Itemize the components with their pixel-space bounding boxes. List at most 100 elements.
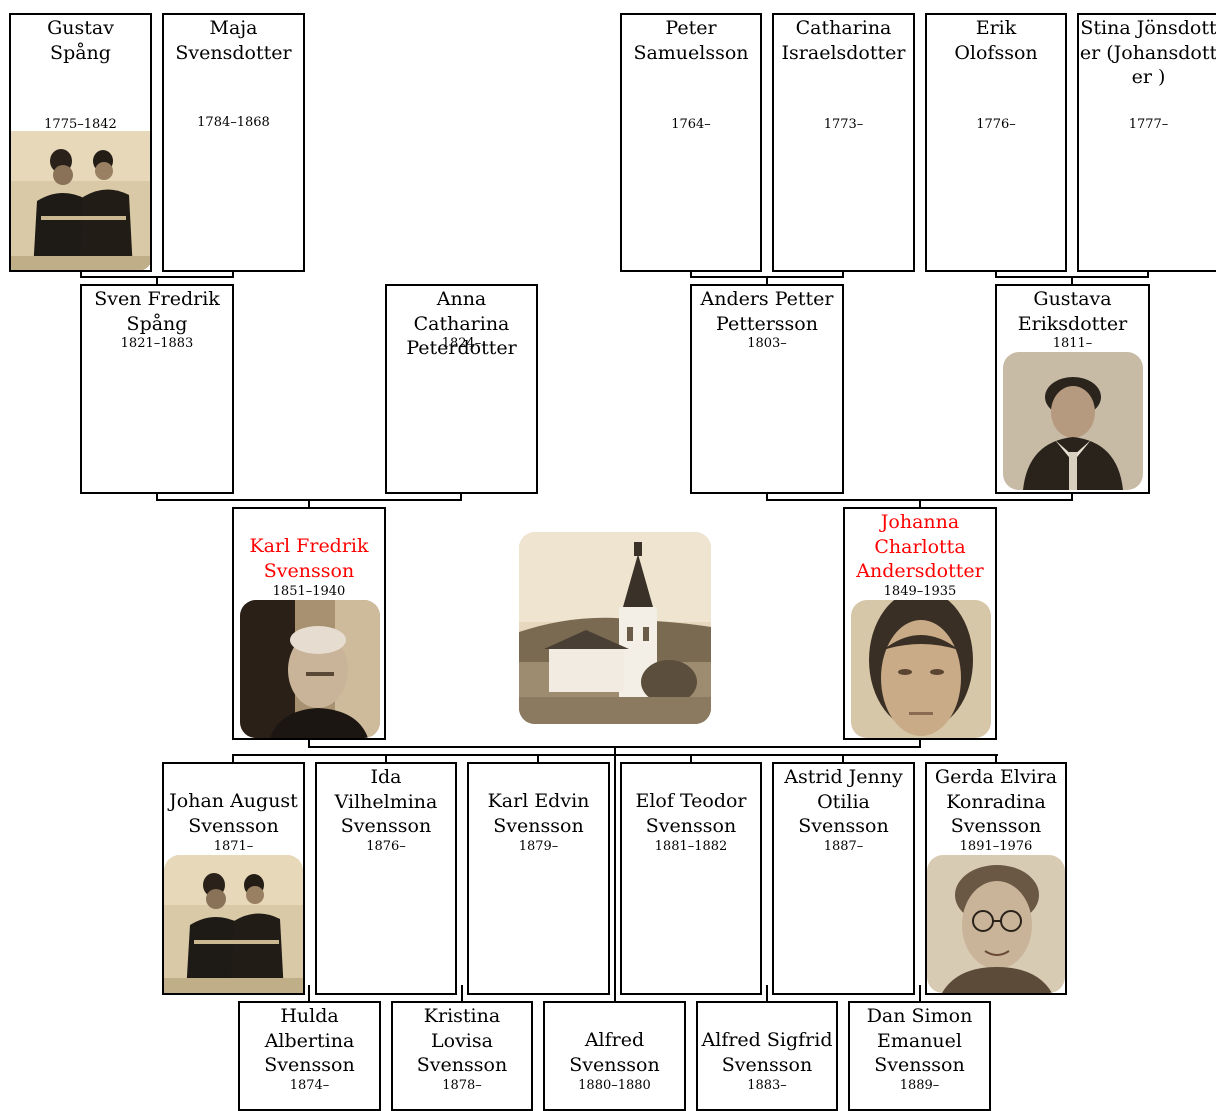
person-name: Gustava Eriksdotter [1017, 288, 1128, 335]
connector-line [690, 754, 692, 763]
connector-line [842, 271, 844, 277]
person-card-gerda[interactable]: Gerda Elvira Konradina Svensson 1891–197… [925, 762, 1067, 995]
person-dates: 1883– [747, 1078, 787, 1093]
woman-portrait [851, 600, 991, 738]
person-dates: 1775–1842 [44, 117, 117, 132]
person-name: Erik Olofsson [954, 17, 1038, 64]
person-name: Sven Fredrik Spång [94, 288, 220, 335]
connector-line [766, 985, 768, 1002]
connector-line [156, 493, 158, 500]
person-dates: 1773– [823, 117, 864, 132]
person-dates: 1777– [1128, 117, 1169, 132]
person-dates: 1764– [671, 117, 711, 132]
two-uniformed-men-photo [164, 855, 303, 993]
connector-line [232, 754, 998, 756]
connector-line [995, 271, 997, 277]
person-dates: 1871– [213, 839, 254, 854]
elderly-woman-portrait [1003, 352, 1143, 490]
elderly-man-portrait [240, 600, 380, 738]
person-dates: 1776– [976, 117, 1016, 132]
connector-line [766, 276, 768, 285]
person-card-astrid[interactable]: Astrid Jenny Otilia Svensson 1887– [772, 762, 915, 995]
person-card-ida[interactable]: Ida Vilhelmina Svensson 1876– [315, 762, 457, 995]
woman-with-glasses-portrait [927, 855, 1065, 993]
connector-line [995, 754, 997, 763]
person-name: Stina Jönsdotter (Johansdotter ) [1079, 17, 1216, 88]
person-card-gustav[interactable]: Gustav Spång 1775–1842 [9, 13, 152, 272]
person-dates: 1851–1940 [272, 584, 346, 599]
connector-line [1147, 271, 1149, 277]
person-name: Alfred Sigfrid Svensson [701, 1029, 833, 1076]
person-name: Peter Samuelsson [633, 17, 749, 64]
person-dates: 1874– [289, 1078, 330, 1093]
person-card-maja[interactable]: Maja Svensdotter 1784–1868 [162, 13, 305, 272]
person-dates: 1824– [441, 336, 482, 351]
person-dates: 1784–1868 [197, 115, 270, 130]
person-dates: 1878– [442, 1078, 482, 1093]
connector-line [919, 499, 921, 508]
connector-line [308, 739, 310, 747]
person-name: Karl Edvin Svensson [487, 790, 590, 837]
person-card-erik[interactable]: Erik Olofsson 1776– [925, 13, 1067, 272]
person-dates: 1891–1976 [959, 839, 1033, 854]
two-uniformed-men-photo [11, 131, 150, 270]
person-dates: 1821–1883 [120, 336, 194, 351]
person-dates: 1849–1935 [883, 584, 957, 599]
person-dates: 1876– [366, 839, 406, 854]
person-dates: 1803– [747, 336, 787, 351]
person-name: Maja Svensdotter [175, 17, 292, 64]
person-card-anders[interactable]: Anders Petter Pettersson 1803– [690, 284, 844, 494]
connector-line [385, 754, 387, 763]
person-card-sven[interactable]: Sven Fredrik Spång 1821–1883 [80, 284, 234, 494]
connector-line [919, 985, 921, 1002]
person-name: Gustav Spång [47, 17, 114, 64]
person-name: Alfred Svensson [569, 1029, 660, 1076]
person-card-kristina[interactable]: Kristina Lovisa Svensson 1878– [391, 1001, 533, 1111]
connector-line [842, 754, 844, 763]
person-name: Kristina Lovisa Svensson [416, 1005, 508, 1076]
person-name: Catharina Israelsdotter [781, 17, 906, 64]
person-name: Hulda Albertina Svensson [264, 1005, 355, 1076]
person-name: Johan August Svensson [169, 790, 298, 837]
person-card-johanna[interactable]: Johanna Charlotta Andersdotter 1849–1935 [843, 507, 997, 740]
person-dates: 1811– [1052, 336, 1093, 351]
person-card-gustava[interactable]: Gustava Eriksdotter 1811– [995, 284, 1150, 494]
person-card-edvin[interactable]: Karl Edvin Svensson 1879– [467, 762, 610, 995]
connector-line [460, 493, 462, 500]
connector-line [308, 499, 310, 508]
connector-line [232, 271, 234, 277]
connector-line [461, 985, 463, 1002]
person-card-dan[interactable]: Dan Simon Emanuel Svensson 1889– [848, 1001, 991, 1111]
person-name: Dan Simon Emanuel Svensson [866, 1005, 973, 1076]
person-name: Elof Teodor Svensson [635, 790, 747, 837]
person-name: Anna Catharina Peterdotter [406, 288, 517, 359]
person-dates: 1881–1882 [654, 839, 728, 854]
connector-line [614, 746, 616, 1002]
connector-line [1071, 276, 1073, 285]
person-card-elof[interactable]: Elof Teodor Svensson 1881–1882 [620, 762, 762, 995]
person-dates: 1879– [518, 839, 559, 854]
person-card-catharina[interactable]: Catharina Israelsdotter 1773– [772, 13, 915, 272]
connector-line [690, 271, 692, 277]
connector-line [1071, 493, 1073, 500]
person-card-peter[interactable]: Peter Samuelsson 1764– [620, 13, 762, 272]
person-card-karl[interactable]: Karl Fredrik Svensson 1851–1940 [232, 507, 386, 740]
person-dates: 1880–1880 [578, 1078, 651, 1093]
person-card-alfred[interactable]: Alfred Svensson 1880–1880 [543, 1001, 686, 1111]
person-card-hulda[interactable]: Hulda Albertina Svensson 1874– [238, 1001, 381, 1111]
person-name: Gerda Elvira Konradina Svensson [934, 766, 1058, 837]
person-dates: 1889– [899, 1078, 940, 1093]
connector-line [537, 754, 539, 763]
person-card-anna[interactable]: Anna Catharina Peterdotter 1824– [385, 284, 538, 494]
person-card-stina[interactable]: Stina Jönsdotter (Johansdotter ) 1777– [1077, 13, 1216, 272]
connector-line [80, 271, 82, 277]
person-card-johan[interactable]: Johan August Svensson 1871– [162, 762, 305, 995]
connector-line [919, 739, 921, 747]
person-name: Karl Fredrik Svensson [249, 535, 369, 582]
person-name: Johanna Charlotta Andersdotter [856, 511, 984, 582]
person-name: Astrid Jenny Otilia Svensson [784, 766, 903, 837]
person-name: Ida Vilhelmina Svensson [334, 766, 438, 837]
person-card-alfred-sigfrid[interactable]: Alfred Sigfrid Svensson 1883– [696, 1001, 838, 1111]
church-photo [519, 532, 711, 724]
connector-line [232, 754, 234, 763]
